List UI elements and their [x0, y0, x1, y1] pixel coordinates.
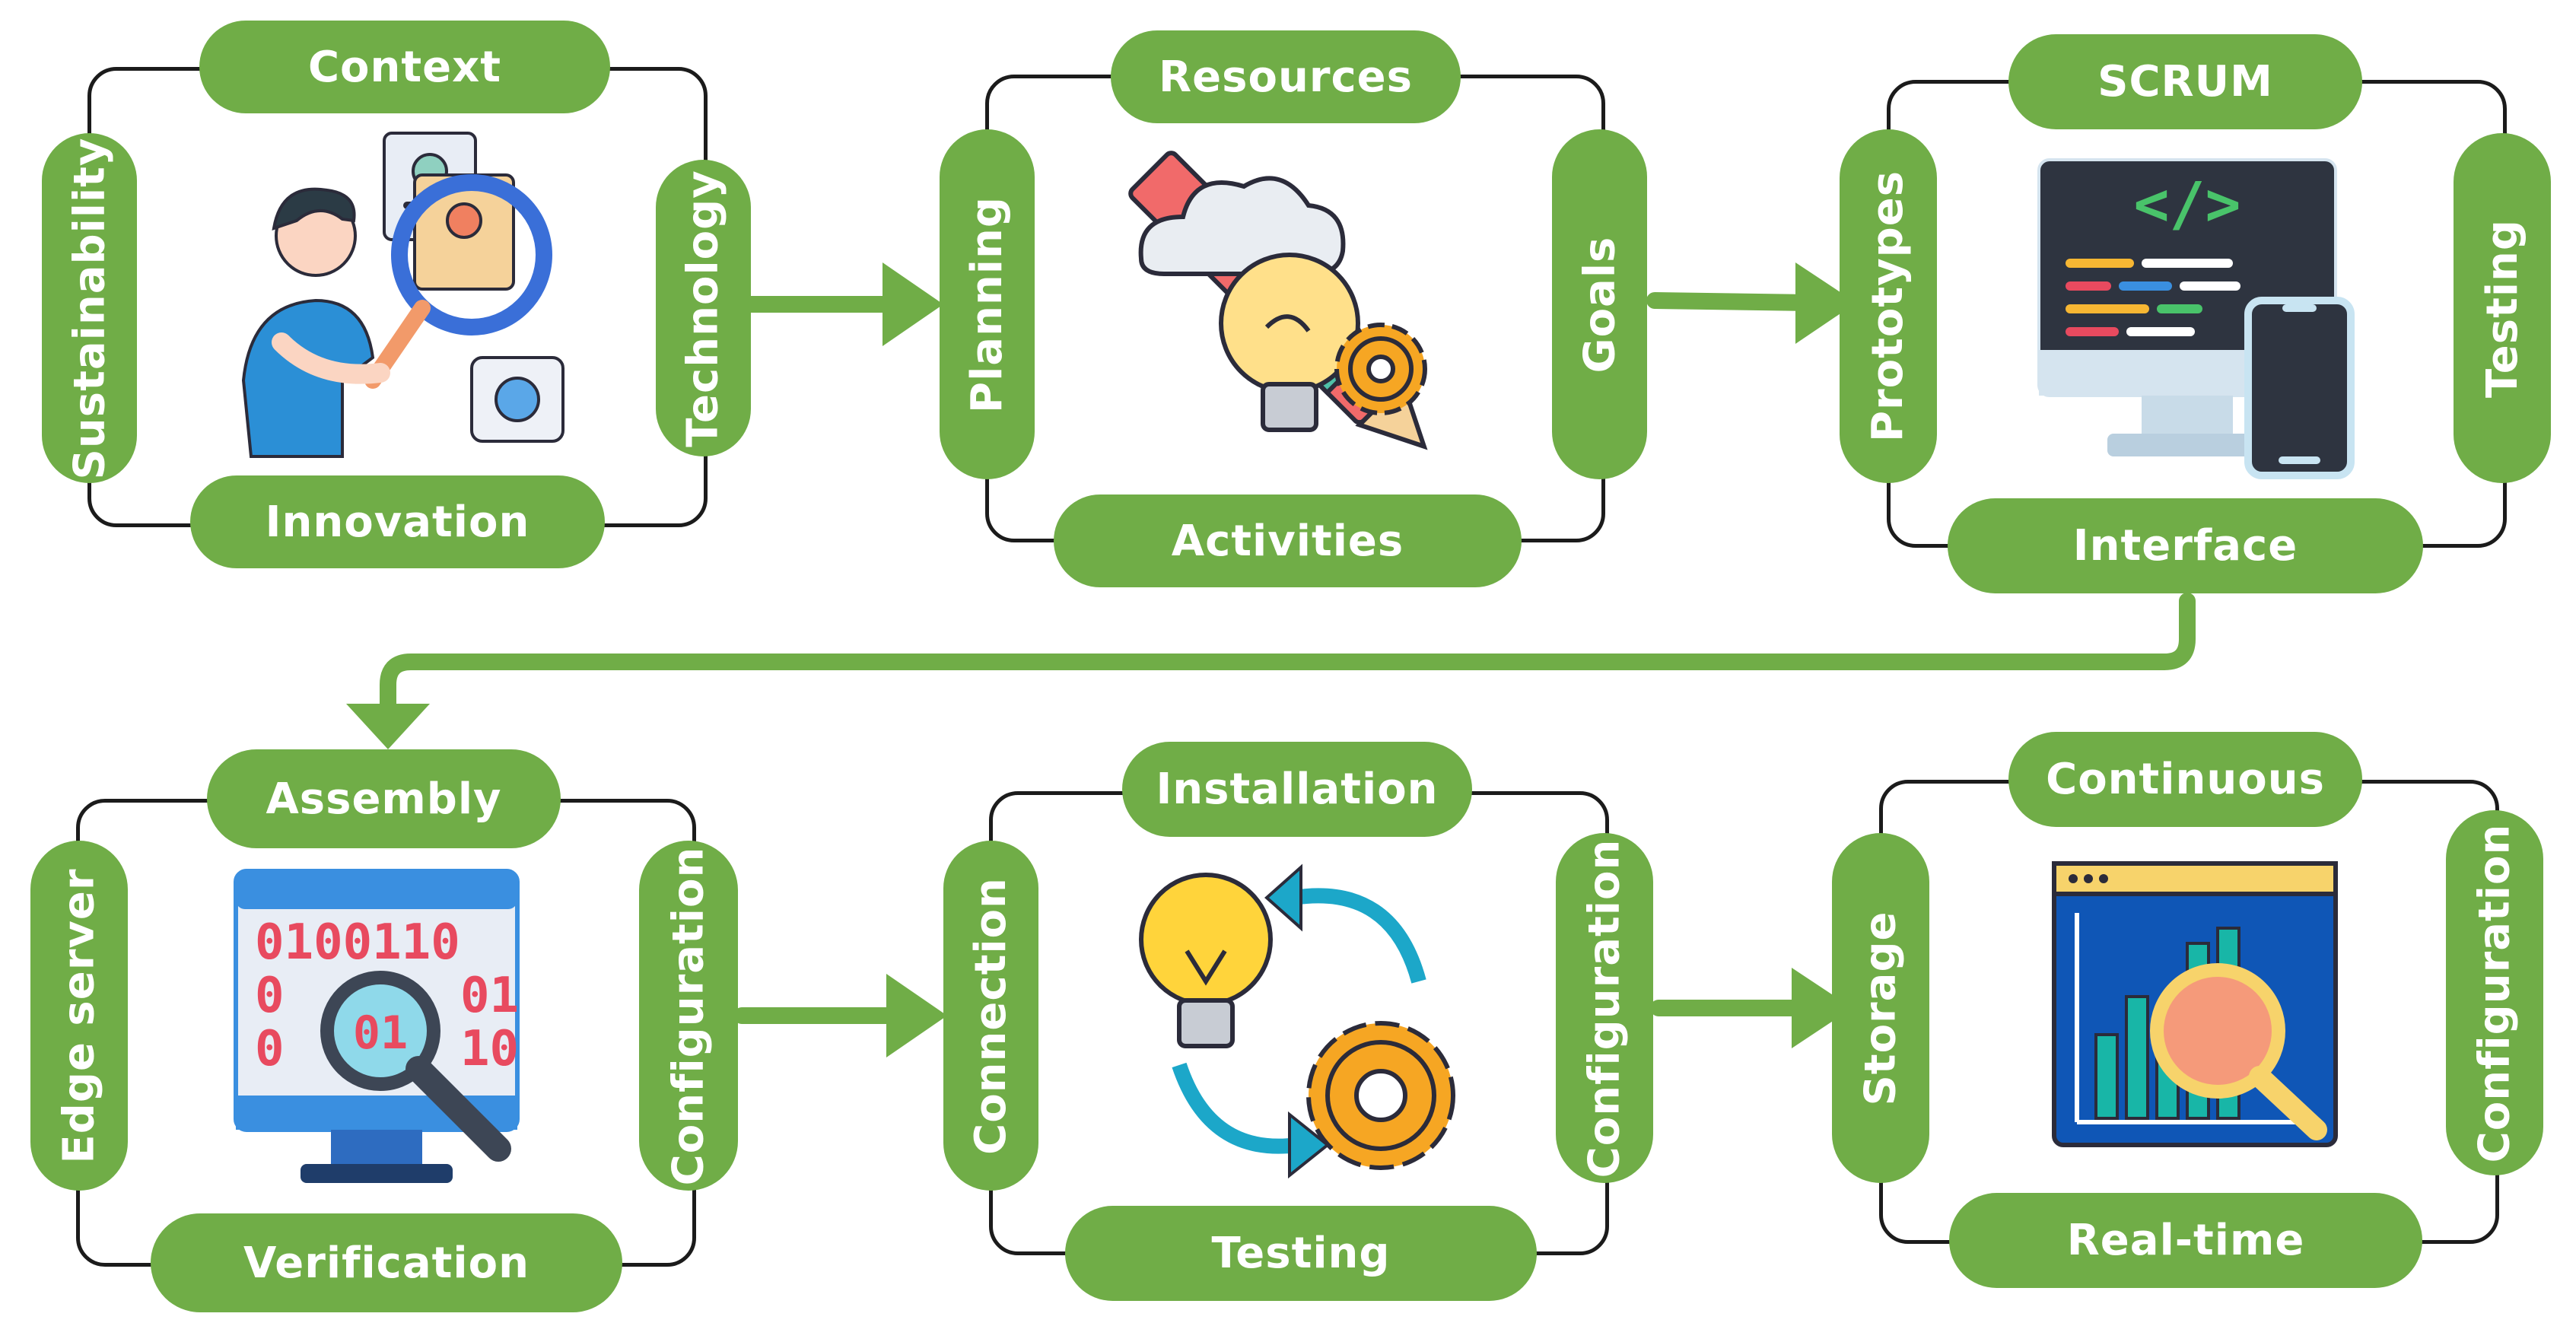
arrow-stage3-to-stage4: [380, 593, 2196, 720]
arrowhead-4: [886, 974, 947, 1057]
pill-right: Configuration: [639, 841, 738, 1191]
pill-top: Resources: [1111, 30, 1461, 123]
pill-right: Configuration: [2446, 810, 2543, 1175]
pill-top: Installation: [1122, 742, 1472, 837]
svg-text:0100110: 0100110: [255, 914, 460, 971]
svg-text:</>: </>: [2134, 170, 2241, 239]
pill-top: Assembly: [207, 749, 561, 848]
pill-bottom: Testing: [1065, 1206, 1537, 1301]
svg-text:10: 10: [460, 1021, 519, 1077]
person-searching-documents-icon: [228, 129, 578, 464]
pill-bottom: Activities: [1054, 495, 1522, 587]
idea-pencil-gear-icon: [1128, 145, 1449, 479]
pill-left: Prototypes: [1840, 129, 1937, 483]
arrowhead-5: [1792, 968, 1852, 1048]
svg-text:01: 01: [460, 968, 519, 1024]
analytics-window-magnifier-icon: [2050, 860, 2339, 1149]
pill-bottom: Innovation: [190, 475, 605, 568]
svg-text:0: 0: [255, 968, 285, 1024]
pill-top: SCRUM: [2008, 34, 2362, 129]
pill-left: Planning: [940, 129, 1035, 479]
arrowhead-1: [883, 262, 943, 346]
arrowhead-2: [1795, 262, 1856, 344]
pill-bottom: Interface: [1948, 498, 2423, 593]
svg-text:0: 0: [255, 1021, 285, 1077]
pill-right: Configuration: [1556, 833, 1653, 1183]
pill-left: Storage: [1832, 833, 1929, 1183]
pill-left: Sustainability: [42, 133, 137, 483]
svg-text:01: 01: [353, 1006, 408, 1060]
pill-right: Technology: [656, 160, 751, 456]
pill-right: Goals: [1552, 129, 1647, 479]
idea-cycle-gear-icon: [1134, 863, 1468, 1187]
pill-top: Context: [199, 21, 610, 113]
pill-left: Connection: [943, 841, 1038, 1191]
arrowhead-3: [346, 704, 430, 749]
binary-monitor-magnifier-icon: 0100110 0 01 0 10 01: [232, 867, 544, 1202]
code-monitor-phone-icon: </>: [2035, 156, 2362, 479]
pill-bottom: Verification: [151, 1213, 622, 1312]
pill-right: Testing: [2454, 133, 2551, 483]
pill-left: Edge server: [30, 841, 128, 1191]
pill-bottom: Real-time: [1949, 1193, 2422, 1288]
pill-top: Continuous: [2008, 732, 2362, 827]
arrow-stage2-to-stage3: [1646, 292, 1819, 311]
